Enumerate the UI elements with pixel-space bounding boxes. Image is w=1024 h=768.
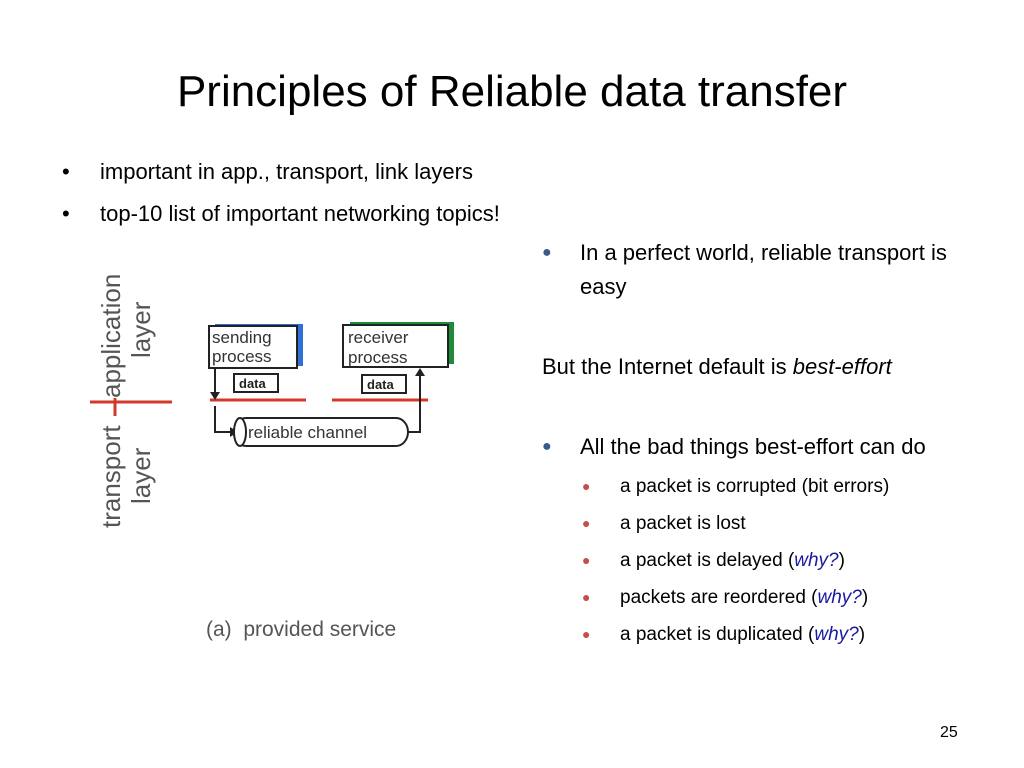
sub-list-item-text: a packet is lost (620, 513, 746, 534)
data-tag-send (233, 373, 279, 393)
default-statement-prefix: But the Internet default is (542, 354, 793, 379)
close-paren: ) (858, 624, 866, 645)
sub-list-item: ● a packet is delayed (why?) (542, 542, 992, 579)
receiver-process-box (342, 324, 449, 368)
list-item-text: important in app., transport, link layer… (100, 159, 473, 184)
why-emphasis: why? (817, 587, 862, 608)
sub-list-item: ● a packet is corrupted (bit errors) (542, 468, 992, 505)
list-item-text: All the bad things best-effort can do (580, 434, 926, 459)
sending-process-label-2: process (212, 347, 272, 366)
why-emphasis: why? (794, 550, 839, 571)
close-paren: ) (861, 587, 869, 608)
sub-list-item-text: a packet is duplicated ( (620, 624, 815, 645)
application-layer-label: application (96, 274, 126, 398)
sending-process-box (208, 325, 298, 369)
diagram-caption: (a) provided service (206, 618, 396, 641)
page-number: 25 (940, 724, 958, 741)
default-statement: But the Internet default is best-effort (542, 350, 992, 384)
recv-arrow-head (415, 368, 425, 376)
sub-list-item: ● a packet is duplicated (why?) (542, 616, 992, 653)
bullet-icon: • (62, 201, 70, 226)
top-bullet-list: • important in app., transport, link lay… (62, 156, 500, 240)
receiver-process-label-1: receiver (348, 328, 409, 347)
bullet-icon: ● (582, 552, 591, 568)
bullet-icon: ● (542, 438, 552, 455)
list-item: ● All the bad things best-effort can do (542, 430, 992, 464)
bullet-icon: ● (582, 626, 591, 642)
list-item-text: In a perfect world, reliable transport i… (580, 240, 947, 299)
default-statement-emphasis: best-effort (792, 354, 892, 379)
list-item-text: top-10 list of important networking topi… (100, 201, 500, 226)
right-content: ● In a perfect world, reliable transport… (542, 236, 992, 653)
bullet-icon: ● (542, 244, 552, 261)
bullet-icon: ● (582, 589, 591, 605)
list-item: • top-10 list of important networking to… (62, 198, 500, 240)
slide-title: Principles of Reliable data transfer (176, 67, 848, 116)
sub-list-item-text: a packet is corrupted (bit errors) (620, 476, 890, 497)
data-tag-recv (361, 374, 407, 394)
sub-list-item: ● a packet is lost (542, 505, 992, 542)
transport-layer-label: transport (96, 425, 126, 528)
data-tag-recv-label: data (367, 377, 395, 392)
data-tag-send-label: data (239, 376, 267, 391)
sub-list-item-text: a packet is delayed ( (620, 550, 795, 571)
bullet-icon: ● (582, 515, 591, 531)
list-item: • important in app., transport, link lay… (62, 156, 500, 198)
sub-list-item: ● packets are reordered (why?) (542, 579, 992, 616)
send-arrow-head (210, 392, 220, 400)
sub-list: ● a packet is corrupted (bit errors) ● a… (542, 468, 992, 653)
application-layer-label-2: layer (126, 301, 156, 358)
sending-process-label-1: sending (212, 328, 272, 347)
receiver-process-label-2: process (348, 348, 408, 367)
send-to-channel-line (214, 406, 234, 433)
transport-layer-label-2: layer (126, 447, 156, 504)
sub-list-item-text: packets are reordered ( (620, 587, 818, 608)
provided-service-diagram: application layer transport layer sendin… (90, 274, 454, 641)
list-item: ● In a perfect world, reliable transport… (542, 236, 992, 304)
close-paren: ) (838, 550, 845, 571)
bullet-icon: ● (582, 478, 591, 494)
why-emphasis: why? (814, 624, 859, 645)
channel-to-recv-line (408, 374, 421, 433)
bullet-icon: • (62, 159, 70, 184)
reliable-channel-end (233, 417, 247, 447)
reliable-channel-label: reliable channel (248, 423, 367, 442)
